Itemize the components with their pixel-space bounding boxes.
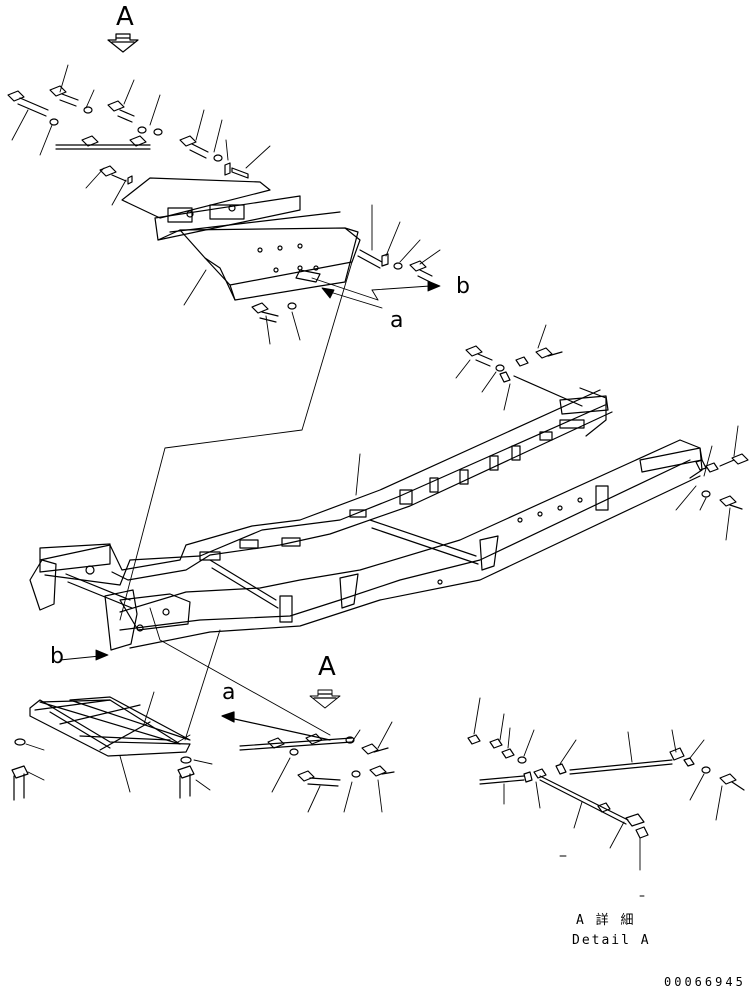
top-bracket-assembly (122, 178, 360, 300)
frame-fasteners (466, 346, 748, 509)
leader-lines-top (12, 65, 440, 620)
leader-lines-bottom-center (272, 690, 392, 812)
top-fasteners (8, 86, 432, 322)
bottom-rod-assembly (222, 712, 394, 786)
detail-title-en: Detail A (572, 933, 651, 948)
drawing-number: 00066945 (664, 975, 746, 989)
view-marker-bottom: A (318, 652, 336, 682)
main-frame (30, 388, 702, 650)
section-a-bottom-label: a (222, 680, 236, 705)
detail-title-jp: A 詳 細 (576, 913, 636, 928)
section-a-top-label: a (390, 308, 404, 333)
view-marker-top: A (116, 2, 134, 32)
view-arrow-icon (314, 694, 336, 698)
leader-lines-bottom-left (26, 692, 212, 792)
section-b-left-label: b (50, 644, 64, 669)
leader-lines-detail-a (474, 698, 722, 896)
view-arrow-icon (108, 34, 138, 52)
detail-a-assembly (468, 735, 744, 838)
leader-lines-frame (60, 325, 738, 740)
bottom-guard-plates (12, 697, 194, 800)
section-b-top-label: b (456, 274, 470, 299)
